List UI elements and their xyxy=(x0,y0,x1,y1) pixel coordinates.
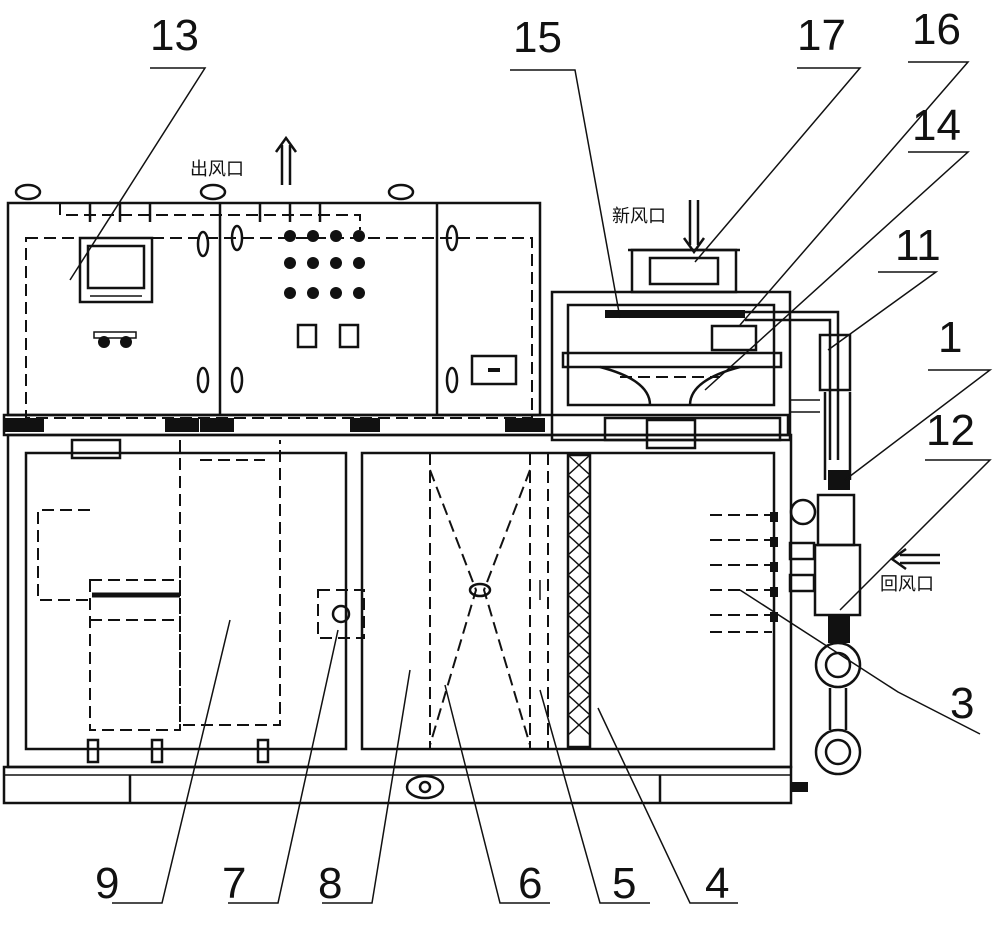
coil-element xyxy=(566,453,592,749)
leader-lines xyxy=(69,61,993,904)
label-3: 3 xyxy=(950,679,974,728)
label-13: 13 xyxy=(150,11,199,60)
label-15: 15 xyxy=(513,13,562,62)
label-9: 9 xyxy=(95,859,119,908)
label-14: 14 xyxy=(912,101,961,150)
return-air-piping xyxy=(788,333,862,776)
fresh-air-unit xyxy=(550,248,840,460)
control-cabinet xyxy=(6,183,542,419)
indicator-lamps xyxy=(284,230,365,299)
label-5: 5 xyxy=(612,859,636,908)
label-12: 12 xyxy=(926,406,975,455)
outlet-arrow xyxy=(274,135,298,185)
label-8: 8 xyxy=(318,859,342,908)
label-17: 17 xyxy=(797,11,846,60)
base-frame xyxy=(2,765,808,805)
fresh-inlet-label: 新风口 xyxy=(612,206,666,227)
heater-element xyxy=(710,512,778,633)
label-16: 16 xyxy=(912,5,961,54)
outlet-label: 出风口 xyxy=(190,159,244,180)
label-7: 7 xyxy=(222,859,246,908)
main-housing xyxy=(6,433,793,769)
fresh-inlet-arrow xyxy=(682,200,706,255)
upper-rail xyxy=(2,413,790,460)
hmi-screen xyxy=(78,236,154,304)
label-11: 11 xyxy=(895,221,941,270)
return-inlet-label: 回风口 xyxy=(880,574,934,595)
label-6: 6 xyxy=(518,859,542,908)
label-4: 4 xyxy=(705,859,729,908)
return-inlet-arrow xyxy=(889,547,940,571)
label-1: 1 xyxy=(938,313,962,362)
